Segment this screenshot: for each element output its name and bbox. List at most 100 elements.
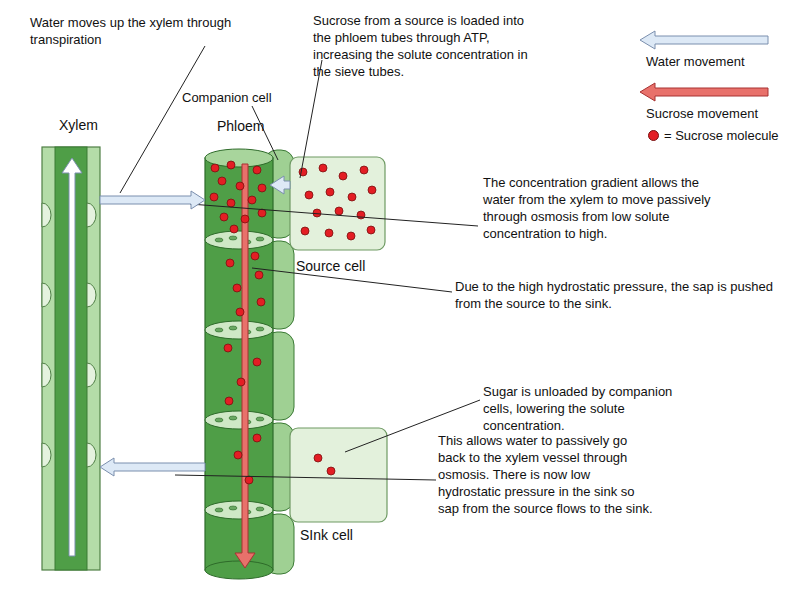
sucrose-dot [305, 191, 313, 199]
phloem-tube: Phloem [205, 148, 270, 575]
sink-cell-outline [290, 428, 387, 522]
sieve-pore [229, 236, 237, 240]
sucrose-dot [233, 284, 241, 292]
sieve-plate [205, 411, 273, 429]
sieve-pore [215, 508, 223, 512]
xylem-pit [42, 283, 51, 307]
sucrose-dot [367, 226, 375, 234]
xylem-pit [87, 283, 96, 307]
leader-lines [120, 46, 480, 480]
node-label: SInk cell [300, 527, 353, 544]
sucrose-dot [241, 215, 249, 223]
leader-line [175, 475, 436, 480]
xylem-pit [87, 203, 96, 227]
sucrose-dot [357, 211, 365, 219]
part-label: Companion cell [182, 89, 312, 106]
annotation-text: Water moves up the xylem through transpi… [30, 14, 258, 48]
sucrose-dot [210, 193, 218, 201]
sucrose-dot [248, 196, 256, 204]
sucrose-dot [301, 227, 309, 235]
sucrose-dot [253, 166, 261, 174]
sieve-tube-end [205, 561, 273, 579]
sucrose-dot [224, 344, 232, 352]
sieve-pore [215, 238, 223, 242]
xylem-pit [42, 363, 51, 387]
sucrose-dot [253, 434, 261, 442]
xylem-pit [87, 363, 96, 387]
xylem-vessel: Xylem [42, 147, 100, 570]
sucrose-flow-arrow [235, 164, 255, 568]
sieve-pore [229, 326, 237, 330]
annotation-text: The concentration gradient allows the wa… [483, 174, 729, 242]
legend-water-arrow [640, 31, 768, 49]
sucrose-dot [236, 308, 244, 316]
sucrose-dot [368, 186, 376, 194]
sieve-pore [229, 416, 237, 420]
annotation-text: Due to the high hydrostatic pressure, th… [455, 278, 791, 312]
sucrose-dot [227, 161, 235, 169]
legend-label: Water movement [646, 53, 745, 70]
sieve-tube [205, 158, 273, 570]
annotation-text: Sucrose from a source is loaded into the… [313, 12, 545, 80]
sucrose-dot [325, 229, 333, 237]
sucrose-dot [211, 164, 219, 172]
legend-sucrose-arrow [640, 83, 768, 101]
sieve-pore [256, 237, 264, 241]
sieve-pore [215, 418, 223, 422]
water-flow-arrow [100, 458, 205, 476]
xylem-lumen [55, 147, 87, 570]
annotation-text: Sugar is unloaded by companion cells, lo… [483, 383, 691, 434]
sieve-plate [205, 231, 273, 249]
sucrose-dot [257, 298, 265, 306]
sucrose-dot [255, 271, 263, 279]
sucrose-dot [335, 207, 343, 215]
sieve-plate [205, 501, 273, 519]
sieve-plate [205, 321, 273, 339]
leader-line [120, 46, 205, 193]
sieve-pores [215, 236, 264, 514]
annotation-text: This allows water to passively go back t… [438, 432, 656, 517]
sieve-pore [215, 328, 223, 332]
sink-cell: SInk cell [290, 428, 387, 522]
node-label: Xylem [59, 117, 98, 134]
xylem-pit [42, 203, 51, 227]
sieve-pore [256, 417, 264, 421]
sucrose-dot [360, 166, 368, 174]
sucrose-dot [236, 182, 244, 190]
sucrose-dot [237, 378, 245, 386]
node-label: Phloem [217, 118, 264, 135]
sucrose-dot [226, 259, 234, 267]
sucrose-dot [225, 397, 233, 405]
source-cell: Source cell [290, 157, 385, 250]
sucrose-dot [319, 164, 327, 172]
sucrose-dot [348, 193, 356, 201]
sucrose-dot [314, 454, 322, 462]
sucrose-dot [220, 213, 228, 221]
source-cell-outline [290, 157, 385, 250]
node-label: Source cell [296, 258, 365, 275]
legend-label: Sucrose movement [646, 105, 758, 122]
xylem-pit [42, 443, 51, 467]
leader-line [190, 204, 478, 226]
legend-label: = Sucrose molecule [664, 127, 779, 144]
sucrose-molecules [210, 161, 376, 484]
sucrose-dot [234, 451, 242, 459]
sucrose-dot [253, 358, 261, 366]
sucrose-dot [251, 252, 259, 260]
sucrose-dot [218, 177, 226, 185]
sucrose-dot [227, 199, 235, 207]
sieve-pore [229, 506, 237, 510]
transpiration-arrow [62, 158, 82, 556]
sieve-pore [256, 327, 264, 331]
water-flow-arrow [270, 176, 290, 194]
water-flow-arrow [100, 191, 205, 209]
sieve-pore [256, 507, 264, 511]
sucrose-dot [326, 188, 334, 196]
sucrose-dot [230, 225, 238, 233]
sucrose-dot [327, 467, 335, 475]
sucrose-dot [339, 172, 347, 180]
legend-swatch [648, 130, 659, 141]
xylem-wall [42, 147, 100, 570]
